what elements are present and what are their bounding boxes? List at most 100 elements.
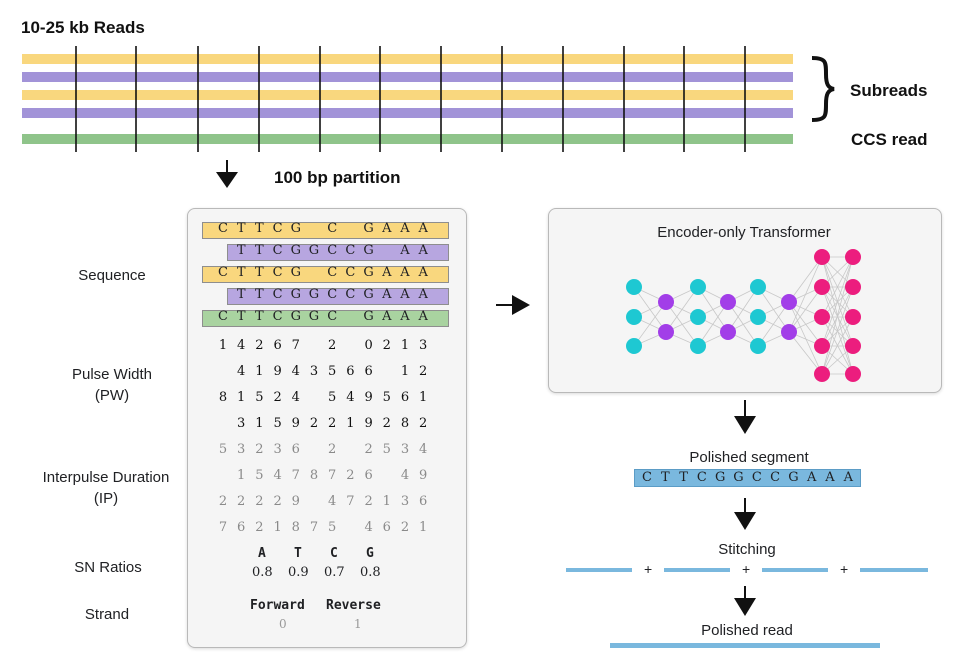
sn-value: 0.9 — [288, 565, 309, 580]
sequence-char: A — [400, 287, 410, 302]
ccs-read-bar — [22, 134, 793, 144]
network-node — [814, 279, 830, 295]
network-node — [690, 338, 706, 354]
sequence-char: G — [363, 309, 374, 324]
sequence-char: A — [418, 309, 428, 324]
sequence-char: G — [363, 221, 374, 236]
strand-value-reverse: 1 — [354, 617, 362, 631]
pw-digit: 1 — [237, 390, 246, 405]
ip-digit: 1 — [237, 468, 246, 483]
network-node — [750, 309, 766, 325]
subread-bar-1 — [22, 54, 793, 64]
network-edge — [821, 256, 854, 347]
ip-digit: 2 — [364, 442, 373, 457]
plus-sign-2: + — [742, 561, 751, 577]
ip-digit: 1 — [382, 494, 391, 509]
polished-read-bar — [610, 643, 880, 648]
pw-digit: 2 — [255, 338, 264, 353]
network-node — [845, 309, 861, 325]
reads-bars — [22, 46, 835, 188]
pw-digit: 6 — [273, 338, 282, 353]
network-node — [750, 279, 766, 295]
plus-sign-1: + — [644, 561, 653, 577]
pw-digit: 2 — [309, 416, 319, 431]
pw-digit: 9 — [364, 416, 373, 431]
ip-digit: 1 — [273, 520, 282, 535]
ip-digit: 6 — [364, 468, 373, 483]
polished-segment-char: G — [714, 470, 726, 485]
ip-digit: 4 — [419, 442, 428, 457]
sequence-char: T — [255, 287, 264, 302]
pw-digit: 1 — [419, 390, 428, 405]
polished-segment-char: A — [825, 470, 835, 485]
ip-digit: 6 — [382, 520, 391, 535]
pw-digit: 1 — [346, 416, 355, 431]
network-edge — [788, 256, 823, 333]
network-edge — [665, 286, 699, 333]
pw-digit: 4 — [237, 364, 246, 379]
polished-read-label: Polished read — [701, 622, 793, 639]
polished-segment-char: C — [770, 470, 781, 485]
sequence-char: A — [400, 309, 410, 324]
sequence-char: C — [345, 287, 356, 302]
sequence-char: G — [308, 243, 320, 258]
ip-digit: 8 — [291, 520, 300, 535]
subread-bar-4 — [22, 108, 793, 118]
sequence-char: A — [382, 221, 392, 236]
network-edge — [821, 256, 854, 375]
ip-digit: 4 — [364, 520, 373, 535]
sequence-char: G — [308, 309, 320, 324]
sequence-char: A — [400, 221, 410, 236]
sequence-char: C — [218, 221, 228, 236]
polished-segment-char: A — [806, 470, 817, 485]
ip-digit: 6 — [237, 520, 246, 535]
network-node — [658, 294, 674, 310]
sequence-char: T — [255, 309, 264, 324]
stitch-segment-3 — [762, 568, 828, 572]
sequence-char: G — [290, 221, 301, 236]
sn-value: 0.8 — [360, 565, 381, 580]
network-node — [781, 294, 797, 310]
ip-digit: 6 — [291, 442, 300, 457]
sequence-row-bar — [227, 244, 449, 261]
sequence-char: C — [327, 265, 338, 280]
ip-digit: 4 — [273, 468, 282, 483]
ip-digit: 2 — [273, 494, 282, 509]
network-edge — [788, 286, 823, 333]
sequence-row-bar — [202, 222, 449, 239]
network-edge — [821, 256, 854, 318]
sequence-char: T — [255, 265, 264, 280]
network-node — [814, 338, 830, 354]
network-edge — [727, 301, 759, 347]
sequence-char: C — [345, 265, 356, 280]
sequence-char: A — [382, 309, 392, 324]
network-edge — [665, 301, 699, 347]
sequence-char: G — [290, 243, 301, 258]
sequence-char: G — [363, 243, 374, 258]
strand-value-forward: 0 — [279, 617, 287, 631]
pw-digit: 9 — [273, 364, 282, 379]
ip-digit: 7 — [309, 520, 319, 535]
pw-digit: 1 — [400, 338, 410, 353]
transformer-panel — [548, 208, 942, 393]
ip-digit: 3 — [400, 442, 410, 457]
ip-digit: 5 — [328, 520, 337, 535]
transformer-title: Encoder-only Transformer — [657, 224, 831, 241]
sequence-char: A — [418, 287, 428, 302]
ip-digit: 7 — [291, 468, 300, 483]
pw-digit: 1 — [400, 364, 410, 379]
network-node — [626, 309, 642, 325]
label-pulse-width: Pulse Width (PW) — [71, 366, 153, 404]
sequence-char: C — [218, 265, 228, 280]
sequence-char: C — [272, 221, 283, 236]
pw-digit: 5 — [328, 364, 337, 379]
sequence-char: T — [236, 243, 246, 258]
network-node — [781, 324, 797, 340]
sequence-char: C — [327, 287, 338, 302]
network-node — [814, 309, 830, 325]
pw-digit: 5 — [255, 390, 264, 405]
pw-digit: 8 — [218, 390, 228, 405]
ip-digit: 3 — [237, 442, 246, 457]
ip-digit: 7 — [328, 468, 337, 483]
sn-header: A — [258, 546, 266, 561]
